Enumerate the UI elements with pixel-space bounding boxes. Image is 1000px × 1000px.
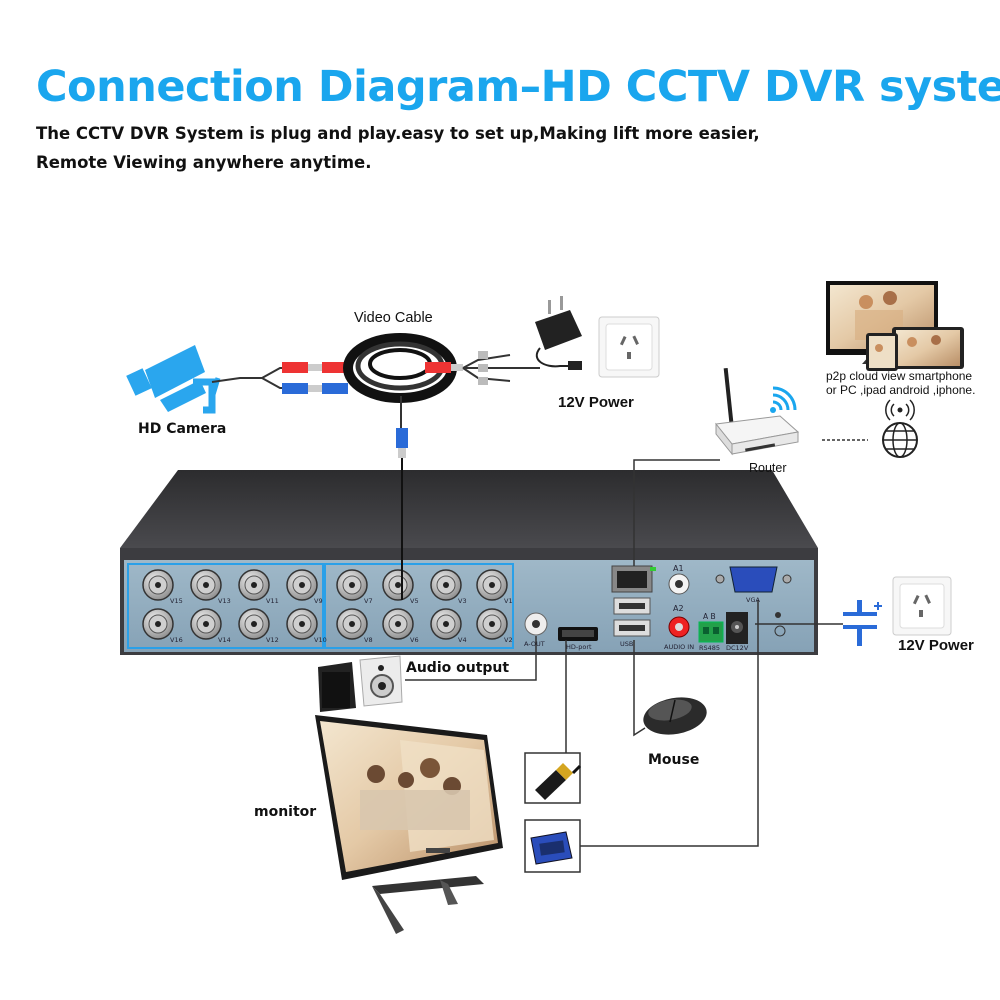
lan-port <box>611 565 656 593</box>
bnc-label-v12: V12 <box>266 636 279 644</box>
monitor <box>315 715 503 934</box>
speakers <box>318 636 537 712</box>
router-label: Router <box>749 461 787 475</box>
router <box>633 367 800 566</box>
bnc-port-v14 <box>190 608 222 640</box>
diagram-title: Connection Diagram–HD CCTV DVR system <box>36 62 1000 112</box>
power-right-label: 12V Power <box>898 637 974 654</box>
power-top-label: 12V Power <box>558 394 634 411</box>
bnc-port-v12 <box>238 608 270 640</box>
dc12v-jack <box>726 612 748 644</box>
rs485-ab-label: A B <box>703 612 716 621</box>
bnc-label-v4: V4 <box>458 636 467 644</box>
a-out-label: A-OUT <box>524 640 545 648</box>
internet-globe-icon <box>822 399 918 458</box>
vga-port <box>715 566 792 637</box>
bnc-label-v6: V6 <box>410 636 419 644</box>
dc12v-label: DC12V <box>726 644 749 652</box>
bnc-label-v8: V8 <box>364 636 373 644</box>
bnc-label-v16: V16 <box>170 636 183 644</box>
bnc-label-v2: V2 <box>504 636 513 644</box>
video-cable-label: Video Cable <box>354 310 433 326</box>
bnc-port-v8 <box>336 608 368 640</box>
p2p-label-line-1: p2p cloud view smartphone <box>826 369 973 383</box>
hdmi-cable-box <box>524 640 582 804</box>
bnc-label-v3: V3 <box>458 597 467 605</box>
bnc-label-v9: V9 <box>314 597 323 605</box>
audio-output-label: Audio output <box>406 660 510 676</box>
p2p-devices <box>826 281 964 371</box>
monitor-label: monitor <box>254 804 317 820</box>
usb-ports <box>613 597 651 637</box>
bnc-port-v10 <box>286 608 318 640</box>
bnc-label-v7: V7 <box>364 597 373 605</box>
subtitle-line-1: The CCTV DVR System is plug and play.eas… <box>36 124 760 143</box>
hdmi-port <box>558 627 598 641</box>
power-adapter <box>510 296 582 370</box>
bnc-port-v2 <box>476 608 508 640</box>
bnc-port-v3 <box>430 569 462 601</box>
camera-cables <box>211 362 348 394</box>
wall-socket-right <box>892 576 952 636</box>
vga-label: VGA <box>746 596 760 604</box>
bnc-label-v10: V10 <box>314 636 327 644</box>
hd-port-label: HD-port <box>566 643 592 651</box>
usb-label: USB <box>620 640 634 648</box>
wall-socket-top <box>598 316 660 378</box>
dvr-video-inputs <box>142 569 508 640</box>
wifi-icon <box>770 386 797 413</box>
bnc-label-v1: V1 <box>504 597 513 605</box>
rs485-terminal <box>698 621 724 643</box>
p2p-label-line-2: or PC ,ipad android ,iphone. <box>826 383 976 397</box>
video-cable-coil <box>343 333 511 600</box>
bnc-port-v5 <box>382 569 414 601</box>
mouse-label: Mouse <box>648 752 700 768</box>
bnc-label-v5: V5 <box>410 597 419 605</box>
rs485-label: RS485 <box>699 644 721 652</box>
mouse <box>633 640 707 737</box>
a2-label: A2 <box>673 604 684 613</box>
bnc-port-v16 <box>142 608 174 640</box>
bnc-port-v1 <box>476 569 508 601</box>
bnc-port-v11 <box>238 569 270 601</box>
subtitle-line-2: Remote Viewing anywhere anytime. <box>36 153 372 172</box>
bnc-port-v7 <box>336 569 368 601</box>
hd-camera <box>126 345 221 414</box>
dc-power-symbol <box>755 600 882 646</box>
bnc-label-v14: V14 <box>218 636 231 644</box>
bnc-label-v15: V15 <box>170 597 183 605</box>
bnc-port-v6 <box>382 608 414 640</box>
bnc-label-v11: V11 <box>266 597 279 605</box>
bnc-port-v9 <box>286 569 318 601</box>
bnc-port-v13 <box>190 569 222 601</box>
a-out-port <box>524 612 548 636</box>
hd-camera-label: HD Camera <box>138 421 227 437</box>
audio-in-ports <box>668 573 690 638</box>
bnc-port-v15 <box>142 569 174 601</box>
bnc-label-v13: V13 <box>218 597 231 605</box>
audio-in-label: AUDIO IN <box>664 643 695 651</box>
vga-cable-box <box>524 600 759 873</box>
a1-label: A1 <box>673 564 684 573</box>
bnc-port-v4 <box>430 608 462 640</box>
